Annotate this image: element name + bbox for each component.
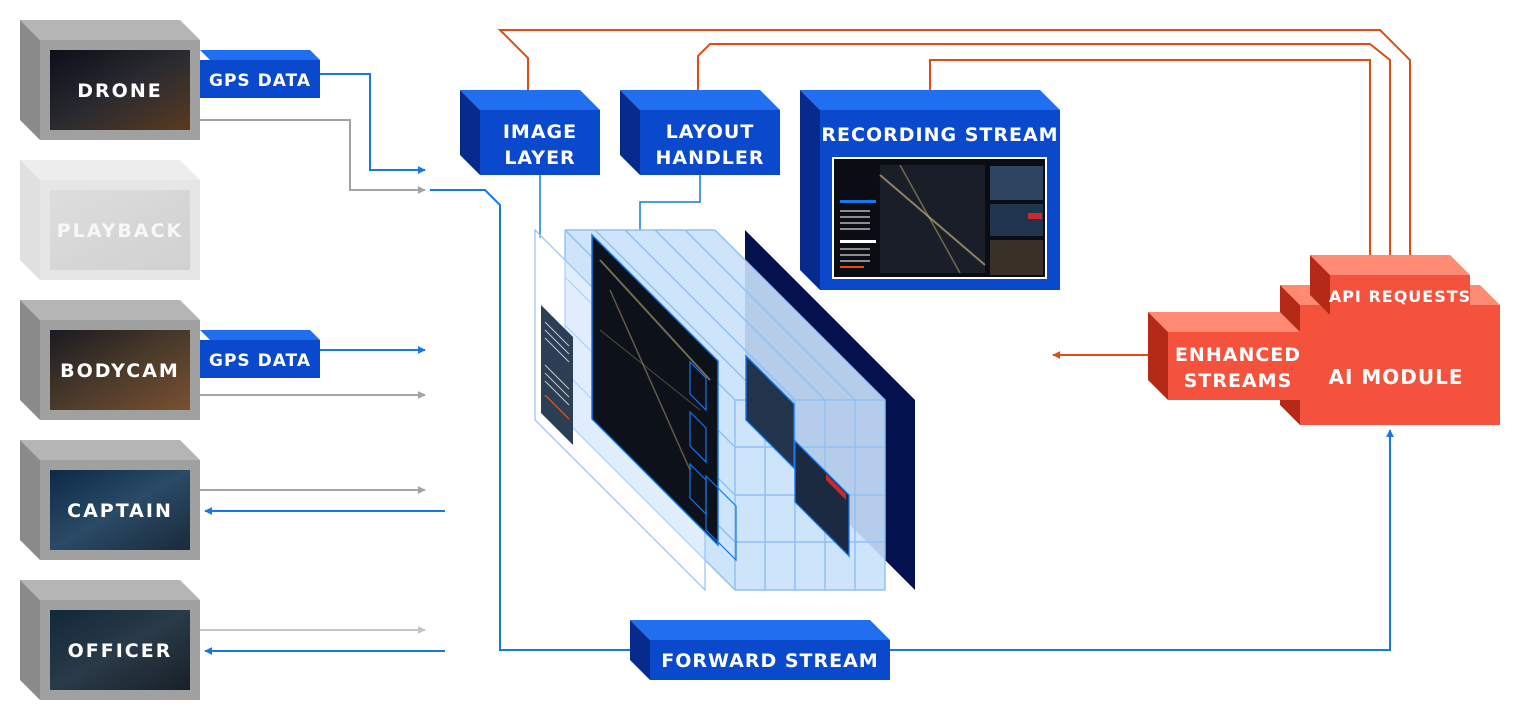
source-label: BODYCAM xyxy=(60,360,180,382)
side-video-frame-1 xyxy=(745,354,795,470)
gps-data-label: GPS DATA xyxy=(209,71,311,91)
enhanced-streams-module: ENHANCED STREAMS xyxy=(1148,312,1301,400)
forward-to-ai-connector xyxy=(890,429,1394,651)
enhanced-streams-label-1: ENHANCED xyxy=(1175,344,1301,366)
source-label: CAPTAIN xyxy=(67,500,173,522)
side-video-frame-2 xyxy=(794,439,850,558)
source-captain: CAPTAIN xyxy=(20,440,200,560)
recording-preview-screen xyxy=(832,157,1047,279)
source-playback: PLAYBACK xyxy=(20,160,200,280)
layout-handler-label-1: LAYOUT xyxy=(666,121,755,143)
forward-stream-label: FORWARD STREAM xyxy=(661,650,878,672)
api-requests-label: API REQUESTS xyxy=(1329,287,1471,306)
playback-camera-thumbnail xyxy=(50,190,190,270)
layer-stack xyxy=(534,228,915,592)
forward-stream-module: FORWARD STREAM xyxy=(630,620,890,680)
layout-handler-module: LAYOUT HANDLER xyxy=(620,90,780,175)
drone-camera-thumbnail xyxy=(50,50,190,130)
source-drone: DRONE xyxy=(20,20,200,140)
main-video-frame xyxy=(591,233,719,547)
gps-data-label: GPS DATA xyxy=(209,351,311,371)
gps-data-tag-bodycam: GPS DATA xyxy=(200,330,320,378)
source-bodycam: BODYCAM xyxy=(20,300,200,420)
source-label: PLAYBACK xyxy=(57,220,184,242)
image-layer-label-1: IMAGE xyxy=(503,121,577,143)
image-layer-label-2: LAYER xyxy=(504,147,575,169)
source-connectors xyxy=(200,73,630,655)
source-label: OFFICER xyxy=(68,640,173,662)
layout-handler-label-2: HANDLER xyxy=(656,147,765,169)
recording-stream-module: RECORDING STREAM xyxy=(800,90,1060,290)
gps-data-tag-drone: GPS DATA xyxy=(200,50,320,98)
recording-stream-label: RECORDING STREAM xyxy=(821,124,1058,146)
source-officer: OFFICER xyxy=(20,580,200,700)
bodycam-camera-thumbnail xyxy=(50,330,190,410)
enhanced-streams-label-2: STREAMS xyxy=(1184,370,1293,392)
data-overlay-panel xyxy=(541,305,573,445)
api-requests-module: API REQUESTS xyxy=(1310,255,1471,315)
module-to-layer-connectors xyxy=(539,175,701,238)
api-request-lines xyxy=(497,29,1411,359)
captain-camera-thumbnail xyxy=(50,470,190,550)
image-layer-module: IMAGE LAYER xyxy=(460,90,600,175)
ai-module-label: AI MODULE xyxy=(1328,365,1463,389)
source-label: DRONE xyxy=(77,80,162,102)
officer-camera-thumbnail xyxy=(50,610,190,690)
